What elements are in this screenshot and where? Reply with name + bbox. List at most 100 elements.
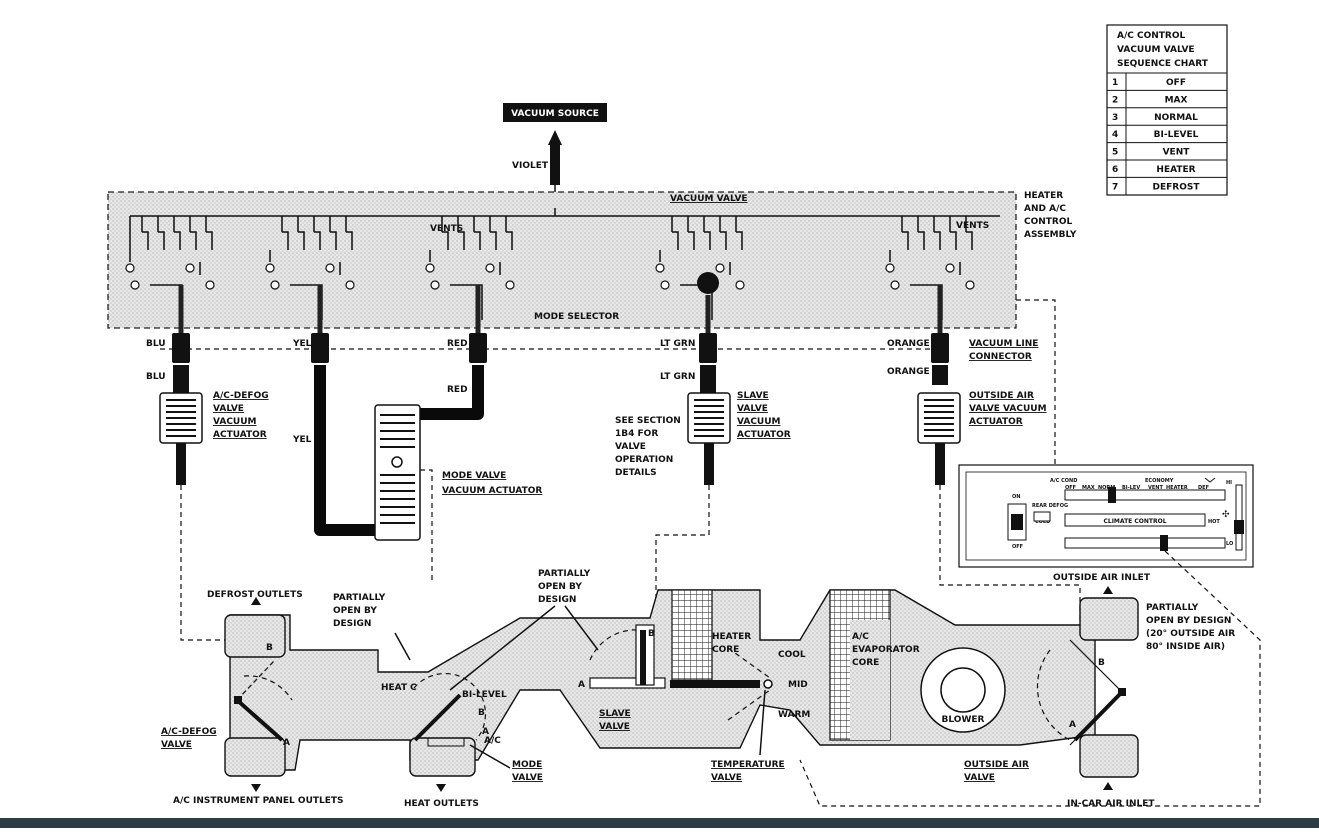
- chart-row-num: 7: [1112, 182, 1118, 192]
- mid-label: MID: [788, 680, 808, 690]
- rear-defog-button[interactable]: [1033, 511, 1051, 522]
- valve-port: [125, 263, 135, 273]
- ac-defog-actuator-1: A/C-DEFOG: [213, 391, 269, 401]
- valve-port-lines: [659, 216, 743, 320]
- chart-row-num: 3: [1112, 113, 1118, 123]
- partial-3-line-4: 80° INSIDE AIR): [1146, 642, 1225, 652]
- valve-port: [505, 280, 515, 290]
- bilevel-label: BI-LEVEL: [462, 690, 507, 700]
- up-arrow-icon: [548, 130, 562, 145]
- valve-port: [205, 280, 215, 290]
- climate-control-label: CLIMATE CONTROL: [1103, 518, 1166, 525]
- temp-lever[interactable]: [1160, 535, 1168, 551]
- incar-arrow-icon: [1103, 782, 1113, 790]
- fan-icon: ✣: [1222, 510, 1230, 520]
- ac-defog-actuator-2: VALVE: [213, 404, 244, 414]
- heater-core-1: HEATER: [712, 632, 751, 642]
- chart-row-num: 1: [1112, 78, 1118, 88]
- valve-groups: [125, 216, 975, 320]
- heat-arrow-icon: [436, 784, 446, 792]
- heat-outlets-label: HEAT OUTLETS: [404, 799, 479, 809]
- temperature-shaft: [670, 680, 760, 688]
- mode-actuator-2: VACUUM ACTUATOR: [442, 486, 542, 496]
- sequence-chart: A/C CONTROL VACUUM VALVE SEQUENCE CHART …: [1106, 24, 1228, 196]
- panel-position-label: NORM: [1098, 485, 1115, 491]
- chart-row-num: 5: [1112, 148, 1118, 158]
- valve-port: [325, 263, 335, 273]
- evaporator-3: CORE: [852, 658, 879, 668]
- valve-port-lines: [889, 216, 973, 320]
- valve-port: [735, 280, 745, 290]
- chart-title-2: VACUUM VALVE: [1117, 45, 1195, 55]
- vacuum-source-label: VACUUM SOURCE: [511, 109, 599, 119]
- vents-label-1: VENTS: [430, 224, 463, 234]
- see-section-5: DETAILS: [615, 468, 657, 478]
- chart-row-mode: MAX: [1165, 95, 1188, 105]
- hot-label: HOT: [1208, 519, 1220, 525]
- valve-port: [130, 280, 140, 290]
- assembly-line-2: AND A/C: [1024, 204, 1066, 214]
- valve-port: [270, 280, 280, 290]
- warm-label: WARM: [778, 710, 810, 720]
- see-section-3: VALVE: [615, 442, 646, 452]
- outside-air-actuator: OUTSIDE AIR VALVE VACUUM ACTUATOR: [917, 391, 1081, 680]
- partial-3-line-1: PARTIALLY: [1146, 603, 1199, 613]
- incar-inlet-label: IN-CAR AIR INLET: [1067, 799, 1155, 809]
- ac-defog-actuator-3: VACUUM: [213, 417, 257, 427]
- red-label-2: RED: [447, 385, 468, 395]
- assembly-line-3: CONTROL: [1024, 217, 1073, 227]
- ac-cond-label: A/C COND: [1050, 478, 1077, 484]
- valve-port: [485, 263, 495, 273]
- yel-label-1: YEL: [292, 339, 312, 349]
- valve-port: [890, 280, 900, 290]
- temperature-valve-2: VALVE: [711, 773, 742, 783]
- outside-actuator-2: VALVE VACUUM: [969, 404, 1047, 414]
- incar-inlet-pipe: [1079, 734, 1139, 778]
- assembly-line-4: ASSEMBLY: [1024, 230, 1077, 240]
- chart-title-3: SEQUENCE CHART: [1117, 59, 1209, 69]
- valve-port: [425, 263, 435, 273]
- off-label: OFF: [1012, 544, 1023, 550]
- partial-1-line-2: OPEN BY: [333, 606, 377, 616]
- panel-position-label: VENT: [1148, 485, 1163, 491]
- mode-valve-2: VALVE: [512, 773, 543, 783]
- valve-port: [715, 263, 725, 273]
- valve-port: [945, 263, 955, 273]
- mode-a-label: A: [482, 727, 489, 737]
- outside-valve-2: VALVE: [964, 773, 995, 783]
- mode-b-label: B: [478, 708, 485, 718]
- partial-1-line-3: DESIGN: [333, 619, 371, 629]
- rear-defog-label: REAR DEFOG: [1032, 503, 1068, 509]
- chart-row-num: 4: [1112, 130, 1118, 140]
- mode-actuator-1: MODE VALVE: [442, 471, 506, 481]
- outside-actuator-3: ACTUATOR: [969, 417, 1023, 427]
- red-label-1: RED: [447, 339, 468, 349]
- manifold-line: [129, 208, 1000, 250]
- defrost-arrow-icon: [251, 597, 261, 605]
- blower-wheel: [940, 667, 986, 713]
- defrost-outlets-label: DEFROST OUTLETS: [207, 590, 303, 600]
- outside-air-flap: [1073, 690, 1124, 742]
- economy-label: ECONOMY: [1145, 478, 1174, 484]
- fan-slider[interactable]: [1235, 484, 1243, 551]
- valve-port: [345, 280, 355, 290]
- lo-label: LO: [1226, 541, 1233, 547]
- cold-label: COLD: [1035, 519, 1050, 525]
- valve-port: [660, 280, 670, 290]
- evaporator-2: EVAPORATOR: [852, 645, 920, 655]
- valve-port: [430, 280, 440, 290]
- outside-a-label: A: [1069, 720, 1076, 730]
- heater-core: [671, 589, 713, 681]
- partial-3-line-2: OPEN BY DESIGN: [1146, 616, 1231, 626]
- slave-actuator-2: VALVE: [737, 404, 768, 414]
- blu-label-2: BLU: [146, 372, 166, 382]
- hose-lines: BLU BLU YEL YEL RED RED LT GRN LT GRN OR…: [146, 285, 1056, 536]
- partial-1-line-1: PARTIALLY: [333, 593, 386, 603]
- panel-position-label: BI-LEV: [1122, 485, 1140, 491]
- mode-lever[interactable]: [1108, 487, 1116, 503]
- outside-b-label: B: [1098, 658, 1105, 668]
- ltgrn-label-1: LT GRN: [660, 339, 695, 349]
